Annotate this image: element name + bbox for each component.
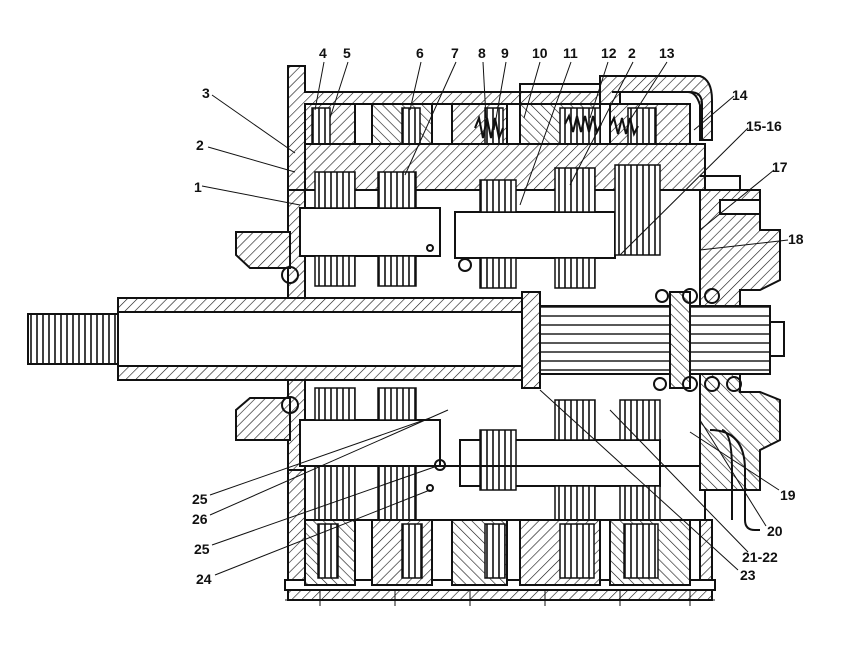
label-14: 14 [732,87,748,103]
label-5: 5 [343,45,351,61]
lower-clutch-packs [304,519,691,586]
label-12: 12 [601,45,617,61]
lower-countershaft [281,387,706,521]
label-9: 9 [501,45,509,61]
output-cover [653,175,781,531]
label-11: 11 [563,45,578,61]
main-shaft [27,291,785,389]
label-25-lower: 25 [194,541,210,557]
label-18: 18 [788,231,804,247]
upper-countershaft [281,143,706,289]
leader-lines [201,61,789,576]
label-10: 10 [532,45,548,61]
label-19: 19 [780,487,796,503]
label-21-22: 21-22 [742,549,778,565]
upper-clutch-packs [304,83,703,145]
callout-labels: 1 2 3 4 5 6 7 8 9 10 11 12 2 13 14 15-16… [192,45,804,587]
label-23: 23 [740,567,756,583]
label-13: 13 [659,45,675,61]
label-24: 24 [196,571,212,587]
label-1: 1 [194,179,202,195]
label-6: 6 [416,45,424,61]
label-2-top: 2 [628,45,636,61]
label-2-left: 2 [196,137,204,153]
label-17: 17 [772,159,788,175]
label-4: 4 [319,45,327,61]
label-3: 3 [202,85,210,101]
label-7: 7 [451,45,459,61]
label-8: 8 [478,45,486,61]
label-20: 20 [767,523,783,539]
label-15-16: 15-16 [746,118,782,134]
label-25-upper: 25 [192,491,208,507]
label-26: 26 [192,511,208,527]
